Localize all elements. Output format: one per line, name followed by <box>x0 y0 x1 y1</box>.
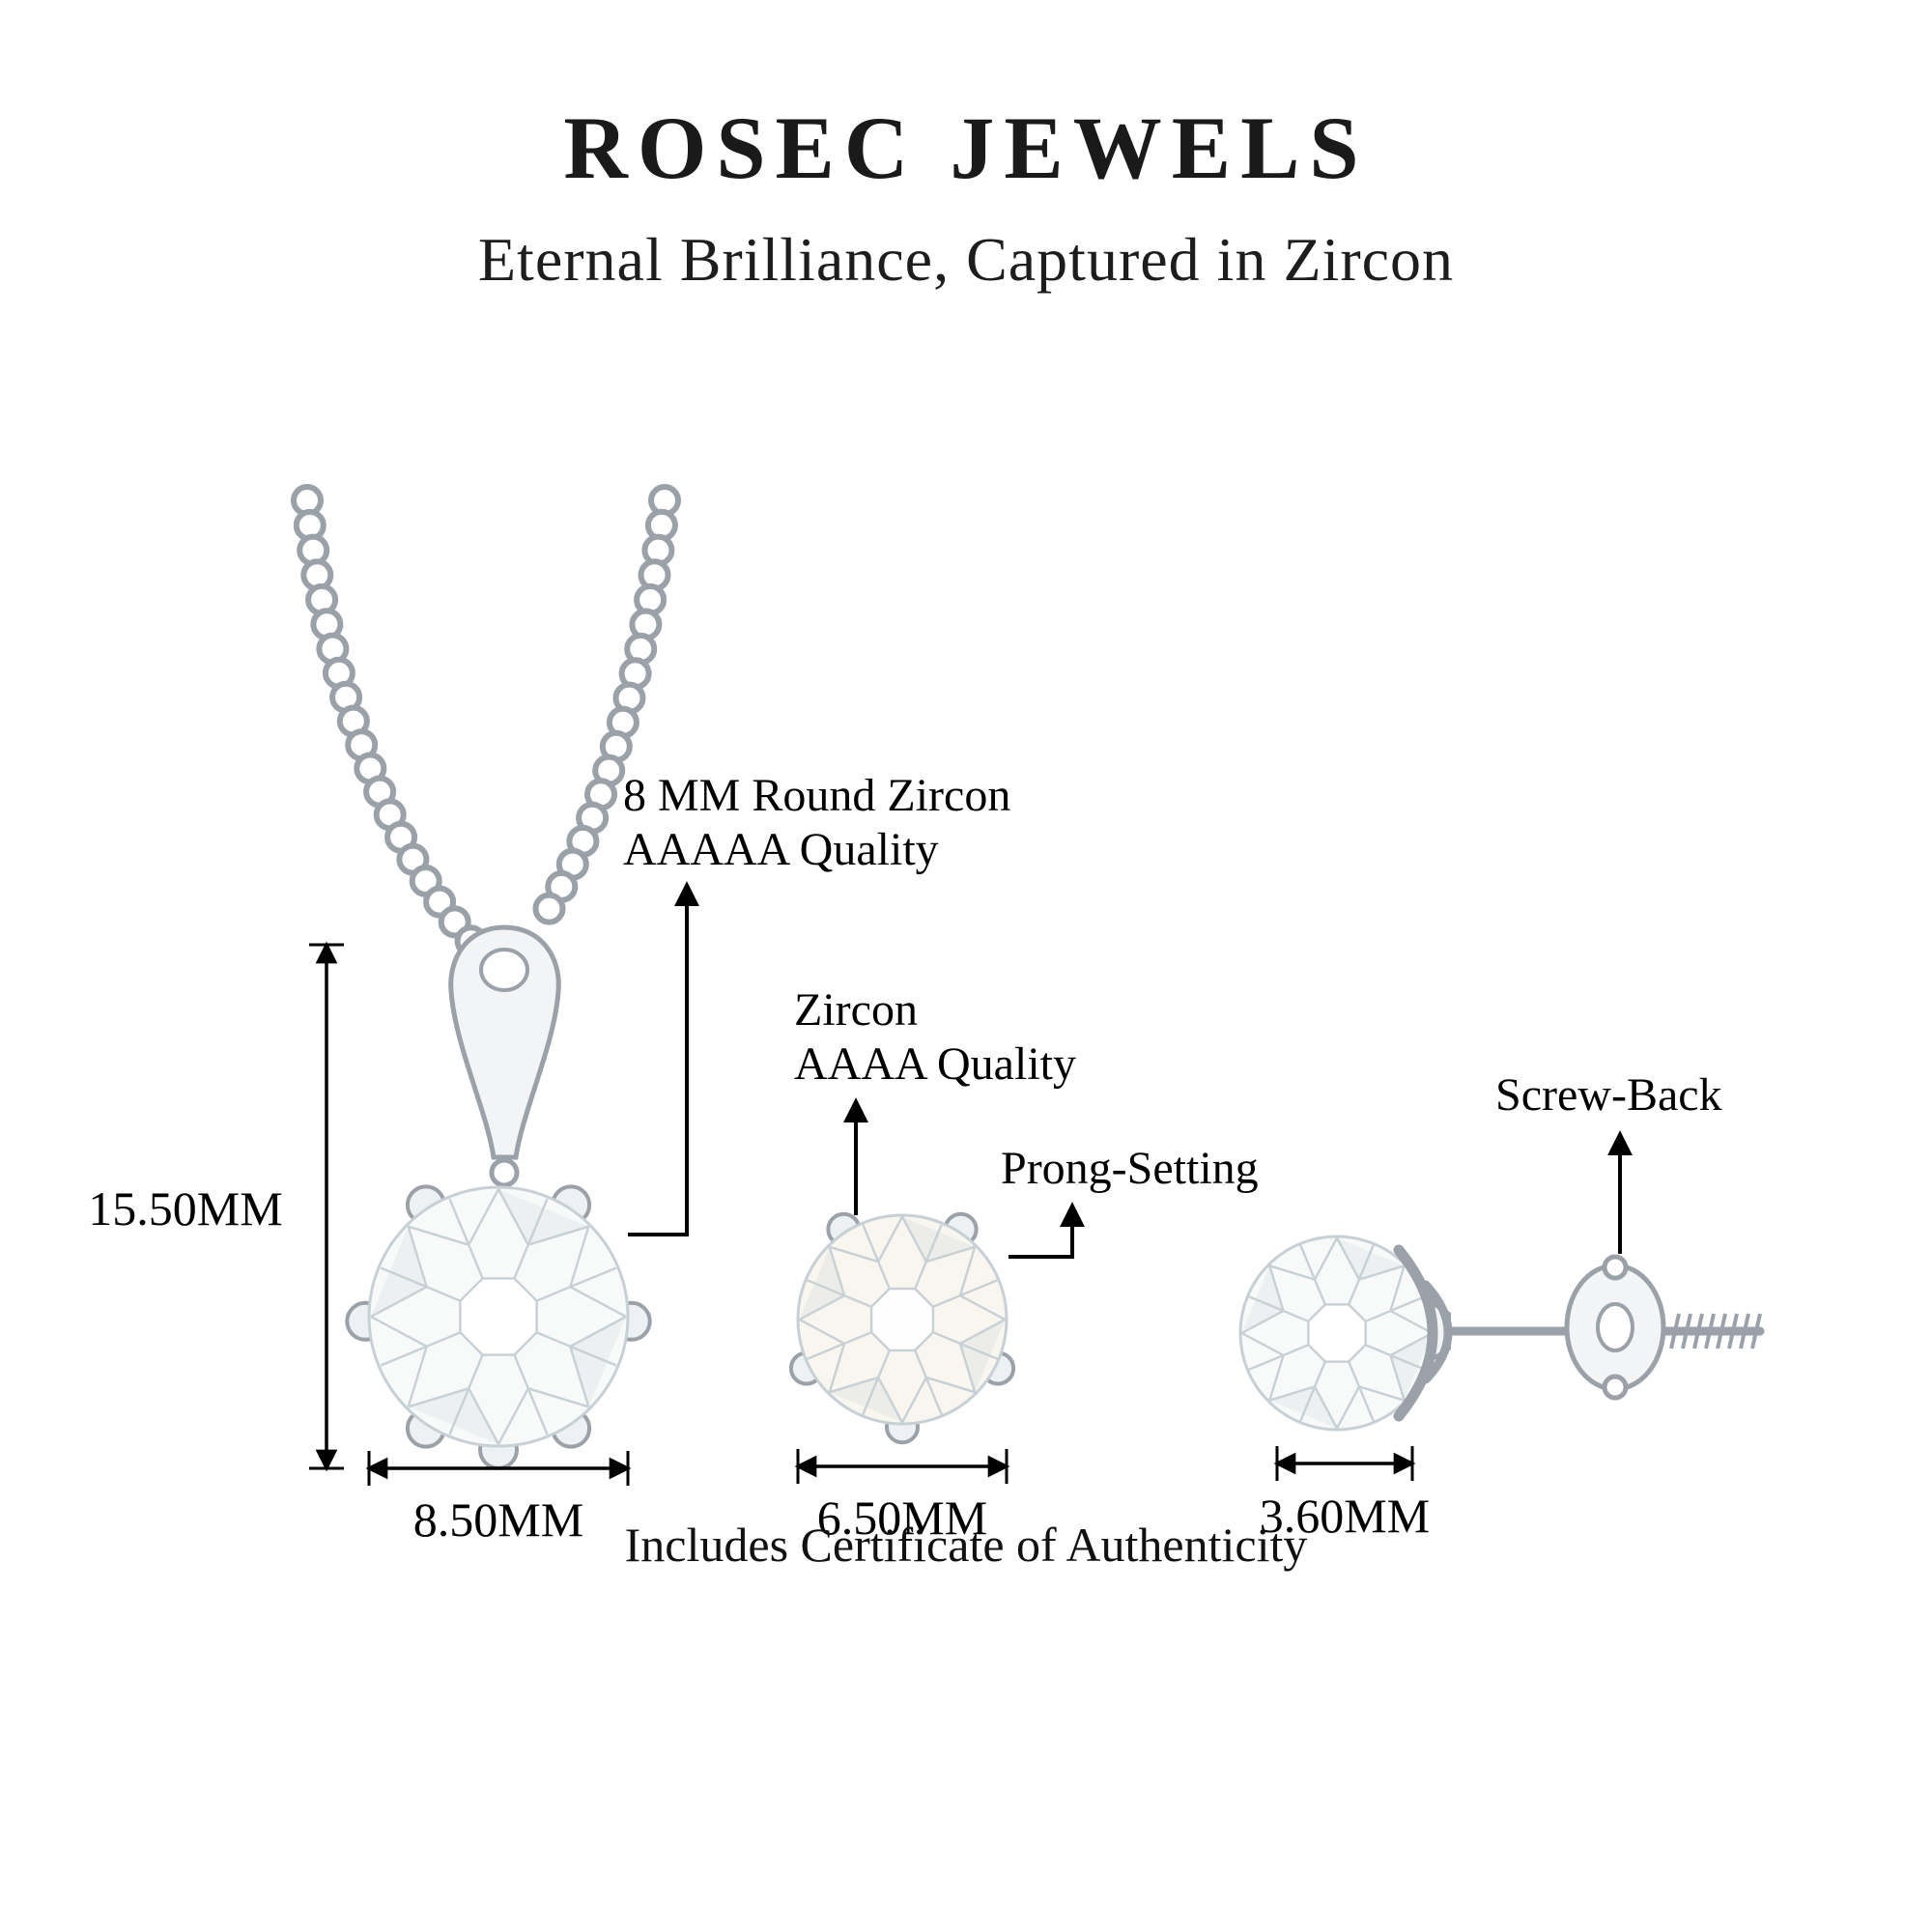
necklace-chain <box>291 484 488 958</box>
screw-thread <box>1750 1313 1762 1350</box>
necklace-chain <box>532 484 681 925</box>
pendant-width-dimension: 8.50MM <box>412 1492 584 1547</box>
basket-prong <box>1393 1244 1438 1422</box>
screw-thread <box>1727 1313 1739 1350</box>
certificate-note: Includes Certificate of Authenticity <box>624 1518 1308 1572</box>
screw-thread <box>1716 1313 1727 1350</box>
stud-stone-note-line2: AAAA Quality <box>794 1037 1076 1090</box>
pendant-stone-note: 8 MM Round Zircon AAAAA Quality <box>623 769 1010 876</box>
pendant-bail <box>448 924 561 1188</box>
annotation-arrows <box>628 881 1633 1259</box>
screw-thread <box>1692 1313 1704 1350</box>
pendant-stone <box>345 1184 652 1470</box>
screw-thread <box>1739 1313 1750 1350</box>
pendant-stone-arrow <box>628 881 699 1236</box>
screw-thread <box>1681 1313 1692 1350</box>
pendant-height-dimension: 15.50MM <box>88 1181 283 1236</box>
stud-stone-note: Zircon AAAA Quality <box>794 983 1076 1091</box>
screw-thread <box>1669 1313 1681 1350</box>
prong-setting-arrow <box>1009 1202 1085 1259</box>
side-view-earring <box>1238 1235 1765 1432</box>
earring-side-width-dimension: 3.60MM <box>1259 1489 1431 1543</box>
brand-title: ROSEC JEWELS <box>563 99 1369 197</box>
dimension-lines <box>309 941 1416 1486</box>
pendant-stone-note-line2: AAAAA Quality <box>623 823 939 875</box>
pendant-stone-note-line1: 8 MM Round Zircon <box>623 770 1011 821</box>
basket-prong <box>1421 1280 1453 1384</box>
brand-tagline: Eternal Brilliance, Captured in Zircon <box>477 225 1455 294</box>
screw-thread <box>1704 1313 1716 1350</box>
screw-back-note: Screw-Back <box>1495 1069 1722 1121</box>
stud-width-dimension: 6.50MM <box>816 1491 988 1545</box>
prong-setting-note: Prong-Setting <box>1001 1143 1259 1194</box>
stud-earring <box>788 1211 1016 1445</box>
stud-stone-note-line1: Zircon <box>794 984 918 1036</box>
